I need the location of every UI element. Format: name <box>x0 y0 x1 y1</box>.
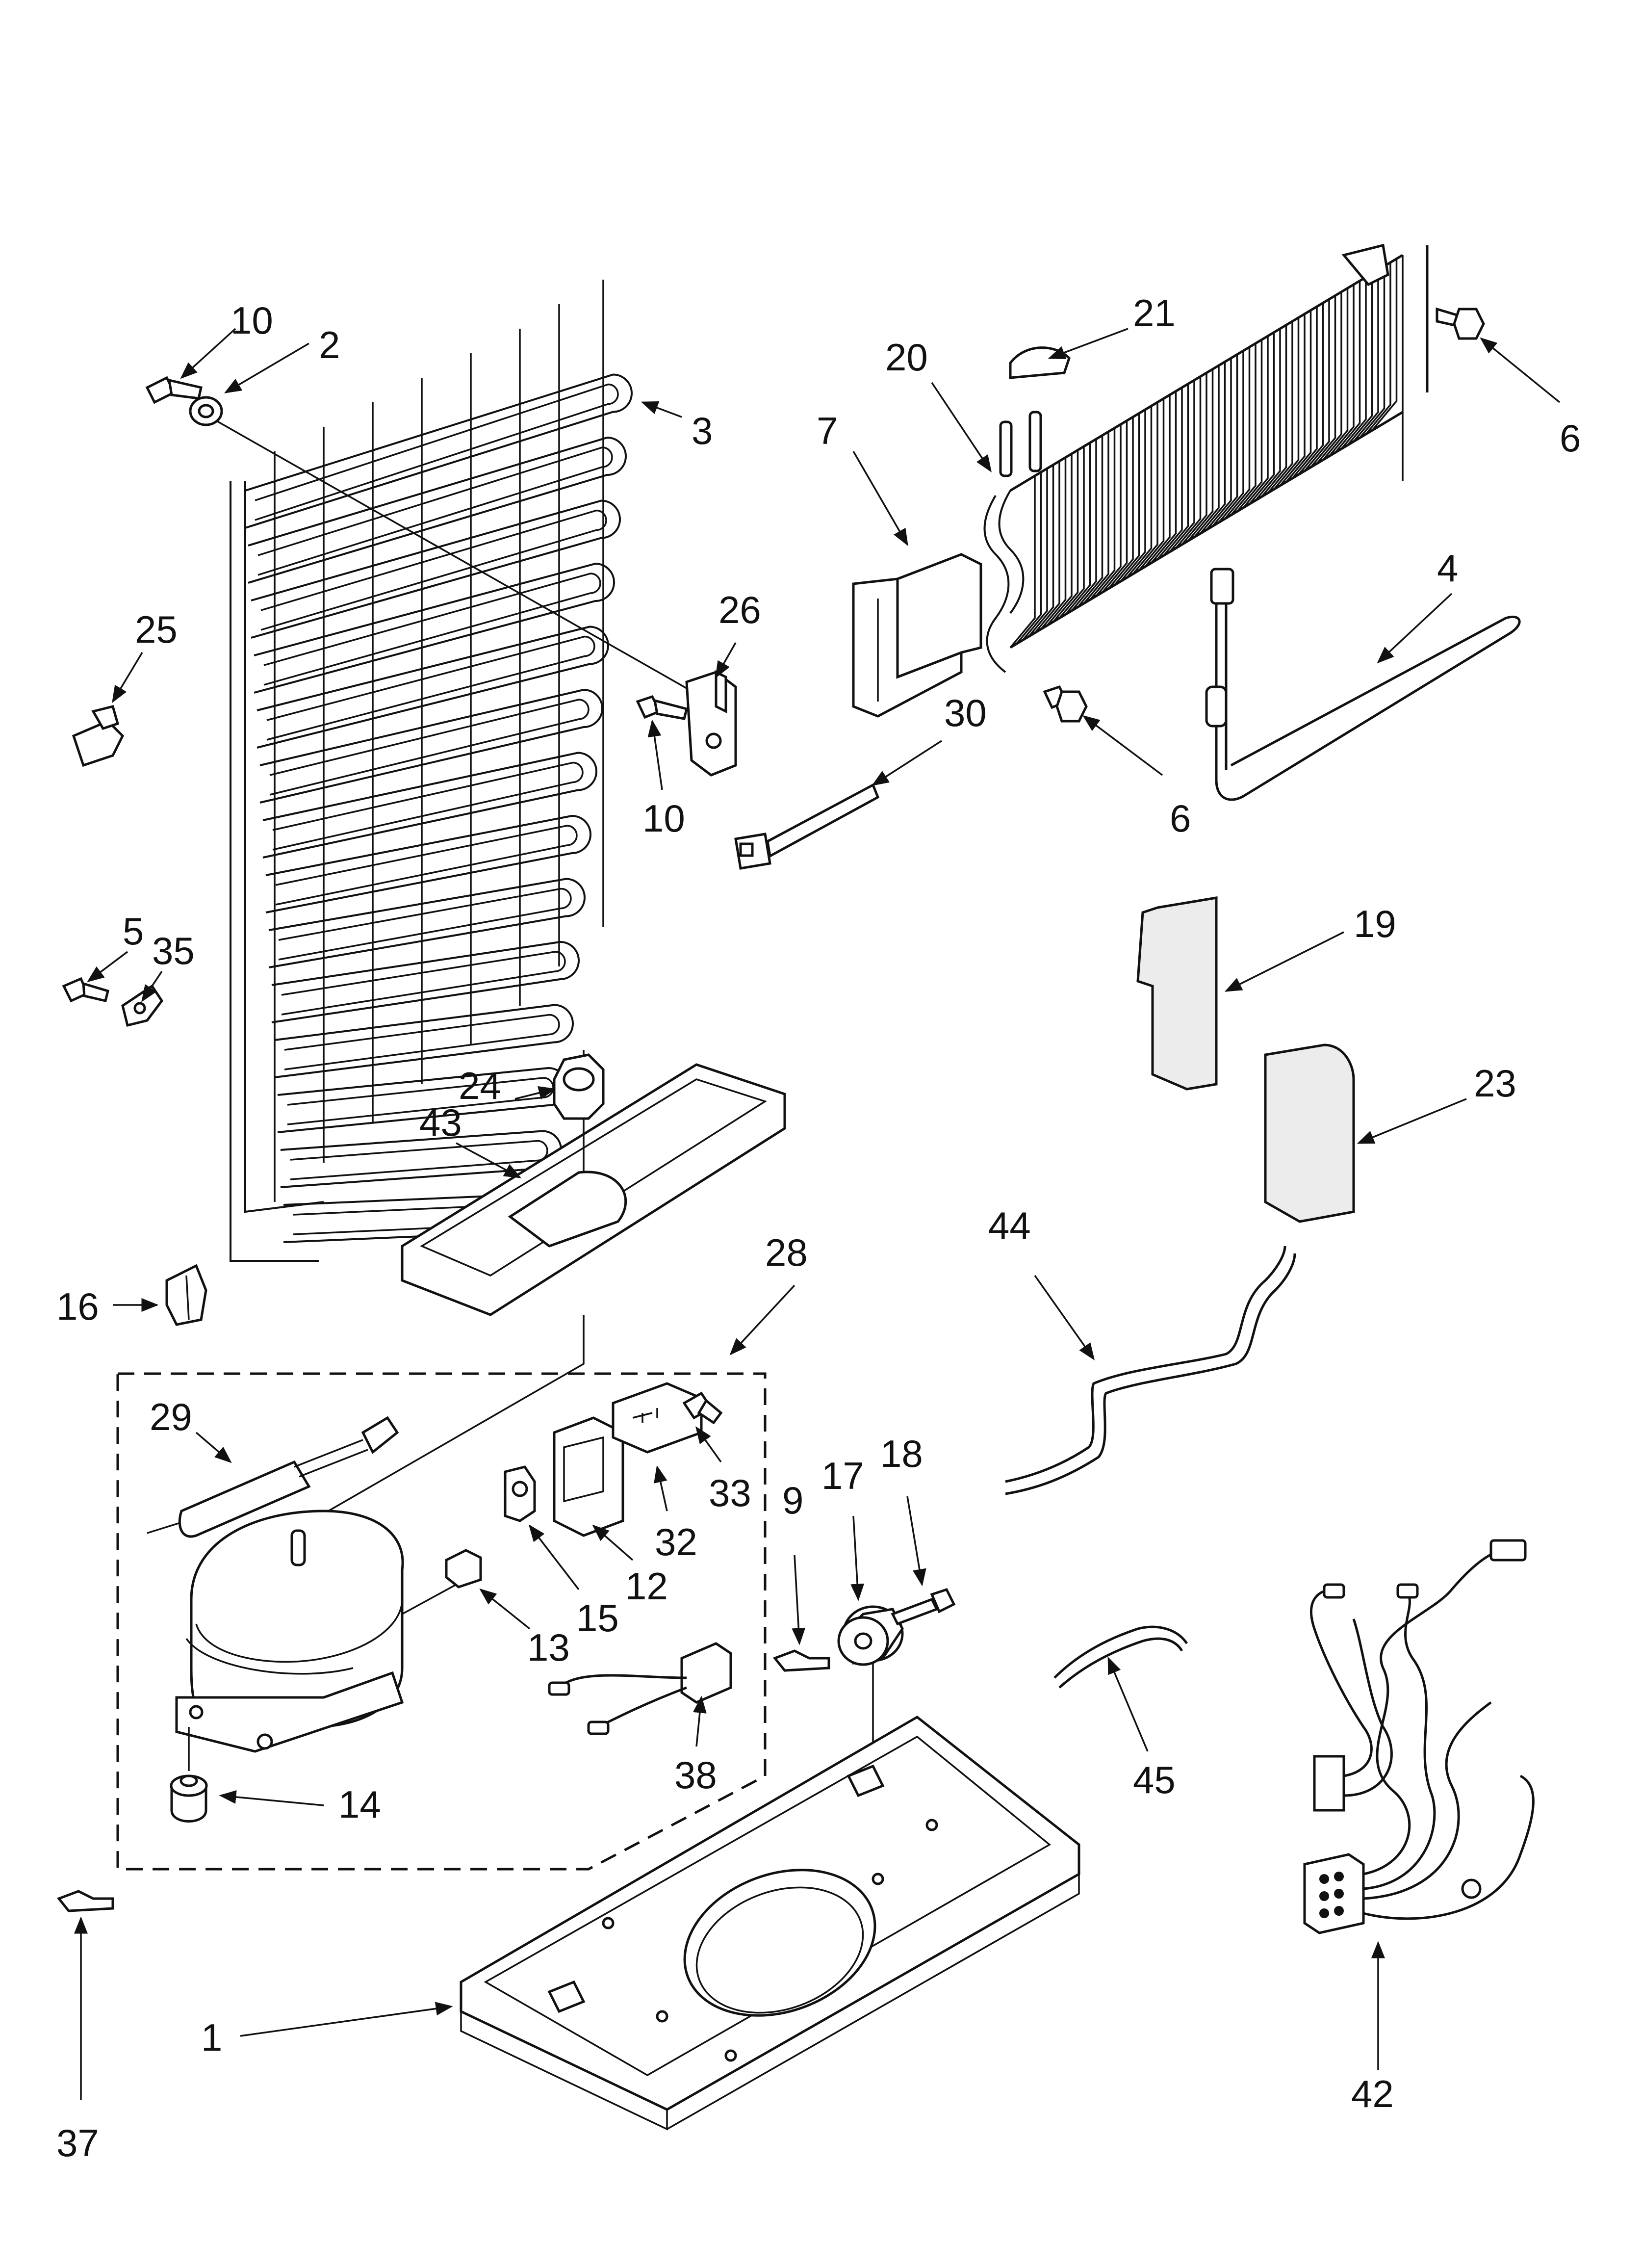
tube-45 <box>1053 1625 1188 1679</box>
callout-10-side: 10 <box>642 797 685 840</box>
screw-5 <box>62 977 110 1003</box>
callout-24: 24 <box>459 1064 501 1107</box>
tube-44 <box>1005 1246 1286 1483</box>
callout-13: 13 <box>527 1626 570 1669</box>
callout-17: 17 <box>821 1454 864 1497</box>
callout-4: 4 <box>1437 547 1458 590</box>
screw-33 <box>682 1391 723 1425</box>
callout-30: 30 <box>944 691 987 734</box>
callout-1: 1 <box>201 2016 222 2059</box>
callout-25: 25 <box>135 608 178 651</box>
axle-18 <box>891 1588 956 1626</box>
cable-tie-30 <box>734 783 880 870</box>
callout-3: 3 <box>692 409 713 452</box>
callout-6-lower: 6 <box>1170 797 1191 840</box>
harness-38 <box>548 1642 732 1735</box>
tubes-20 <box>999 411 1042 477</box>
insulation-19 <box>1136 896 1218 1091</box>
callout-20: 20 <box>885 336 928 379</box>
insulation-23 <box>1264 1043 1355 1223</box>
callout-9: 9 <box>782 1479 803 1522</box>
callout-21: 21 <box>1133 291 1176 335</box>
callout-15: 15 <box>576 1596 619 1640</box>
base-pan-1 <box>460 1715 1080 2131</box>
evaporator-7 <box>852 243 1429 718</box>
callout-43: 43 <box>419 1101 462 1144</box>
callout-38: 38 <box>674 1753 717 1797</box>
callout-18: 18 <box>880 1432 923 1475</box>
drain-pan-43 <box>401 1050 786 1316</box>
compressor <box>175 1510 457 1753</box>
callout-2: 2 <box>319 323 340 366</box>
callout-45: 45 <box>1133 1758 1176 1801</box>
wire-harness-42 <box>1303 1539 1535 1934</box>
callout-37: 37 <box>56 2121 99 2164</box>
condenser-coil <box>230 280 633 1262</box>
screw-6-upper <box>1436 307 1485 340</box>
callout-7: 7 <box>817 409 838 452</box>
callout-5: 5 <box>123 910 144 953</box>
nut-24 <box>553 1053 605 1120</box>
callout-33: 33 <box>709 1471 751 1514</box>
callout-35: 35 <box>152 929 195 972</box>
callout-28: 28 <box>765 1231 808 1274</box>
callout-29: 29 <box>150 1395 192 1438</box>
heater-4 <box>1205 568 1521 801</box>
drier-29 <box>147 1416 399 1538</box>
callout-42: 42 <box>1351 2072 1394 2115</box>
compressor-group-boundary <box>116 1372 767 1871</box>
clip-37 <box>56 1890 114 1912</box>
clip-35 <box>121 984 164 1027</box>
callout-labels: 10 2 3 25 26 10 5 35 24 43 16 28 29 33 3… <box>56 291 1581 2164</box>
callout-12: 12 <box>625 1564 668 1608</box>
callout-19: 19 <box>1354 902 1396 945</box>
clip-13 <box>445 1549 482 1589</box>
screw-10-top <box>145 376 203 404</box>
callout-leaders <box>74 328 1561 2100</box>
grommet-2 <box>189 396 223 426</box>
clip-25 <box>72 704 125 767</box>
grommet-14 <box>170 1727 208 1823</box>
clip-9 <box>772 1649 830 1672</box>
callout-10-top: 10 <box>231 299 273 342</box>
cover-32 <box>612 1382 703 1454</box>
callout-44: 44 <box>988 1204 1031 1247</box>
screw-6-lower <box>1043 685 1088 723</box>
overload-15 <box>504 1465 536 1522</box>
callout-32: 32 <box>655 1520 697 1564</box>
callout-6-upper: 6 <box>1560 417 1581 460</box>
relay-12 <box>553 1416 624 1537</box>
clip-21 <box>1009 346 1071 379</box>
callout-26: 26 <box>718 588 761 631</box>
callout-14: 14 <box>338 1783 381 1826</box>
screw-10-side <box>636 695 689 720</box>
callout-23: 23 <box>1474 1062 1516 1105</box>
clamp-16 <box>165 1264 207 1326</box>
callout-16: 16 <box>56 1285 99 1328</box>
bracket-26 <box>685 670 737 777</box>
roller-17 <box>837 1605 904 1874</box>
